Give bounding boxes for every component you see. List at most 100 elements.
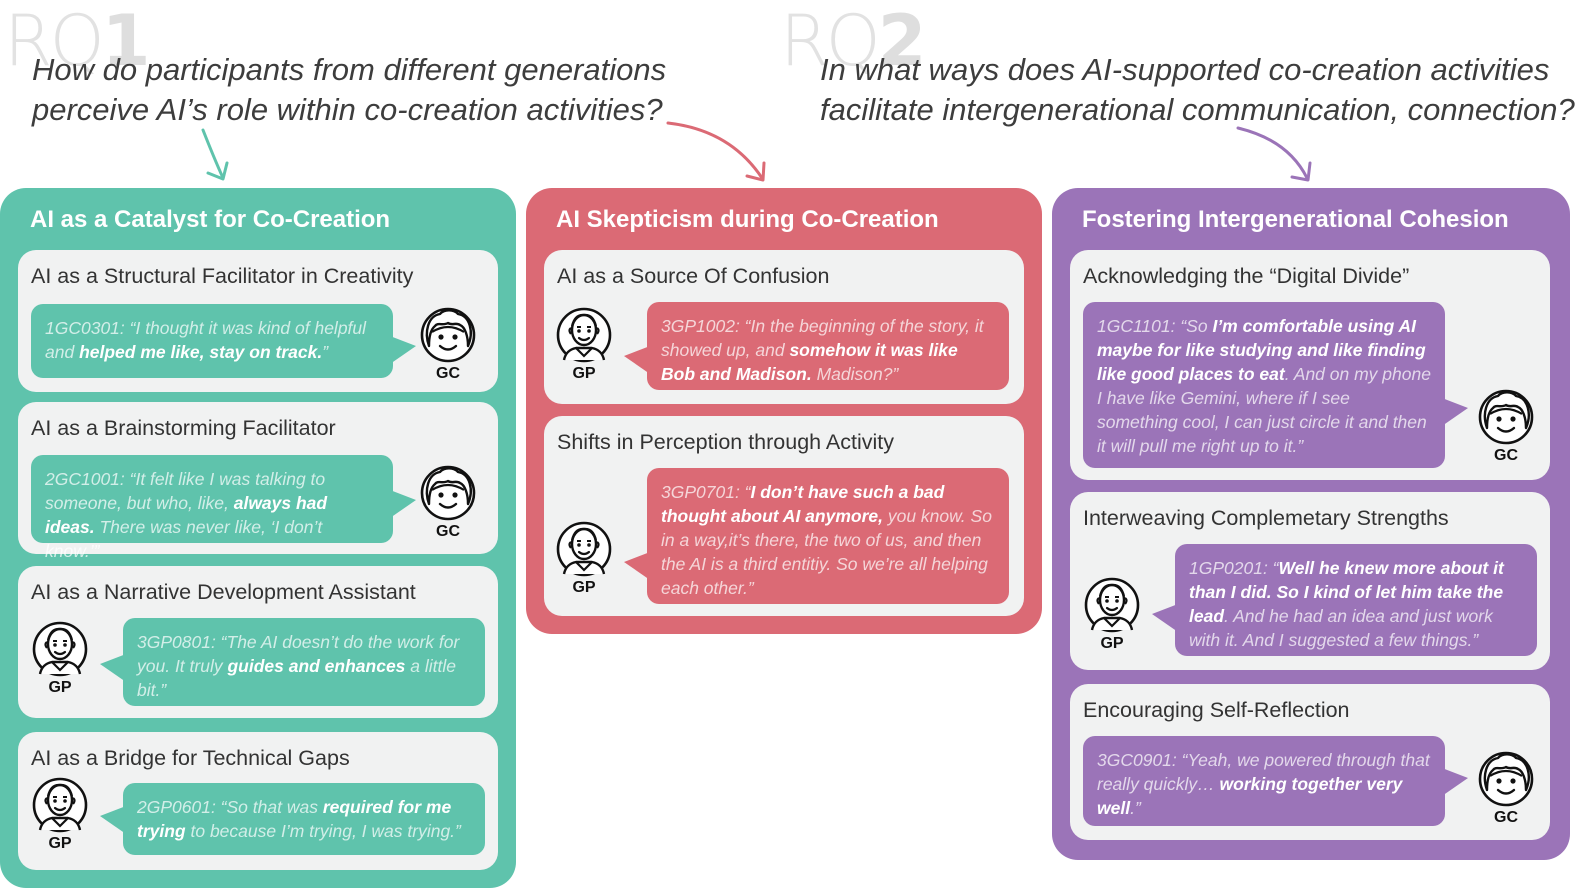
avatar-label: GC [1494,447,1518,464]
quote-emphasis: working together very well [1097,774,1403,818]
bubble-tail [100,654,126,682]
quote-text: “In the beginning of the story, it showe… [661,316,984,360]
quote-emphasis: required for me trying [137,797,452,841]
avatar-label: GP [48,835,72,852]
grandchild-avatar-icon: GC [416,464,480,548]
bubble-tail [624,552,650,580]
arrow-rq1-to-skepticism [666,121,764,180]
rq2-question-line1: In what ways does AI-supported co-creati… [820,52,1550,87]
quote-bubble: 1GC1101: “So I’m comfortable using AI ma… [1083,302,1445,468]
grandparent-avatar-icon: GP [28,776,92,860]
quote-bubble: 1GP0201: “Well he knew more about it tha… [1175,544,1537,656]
rq1-question-line2: perceive AI’s role within co-creation ac… [32,92,663,127]
theme-panel-cohesion: Fostering Intergenerational Cohesion Ack… [1052,188,1570,860]
bubble-tail [1442,398,1468,426]
card-title: AI as a Source Of Confusion [557,264,830,288]
card-title: AI as a Bridge for Technical Gaps [31,746,350,770]
card-title: AI as a Brainstorming Facilitator [31,416,336,440]
grandparent-avatar-icon: GP [28,620,92,704]
quote-text-end: . And on my phone I have like Gemini, wh… [1097,364,1431,456]
quote-text: “So [1175,316,1213,336]
arrow-rq2-to-cohesion [1236,126,1309,180]
grandchild-avatar-icon: GC [1474,388,1538,472]
quote-emphasis: I don’t have such a bad thought about AI… [661,482,945,526]
theme-card: Acknowledging the “Digital Divide” 1GC11… [1070,250,1550,480]
quote-participant-id: 3GP1002: [661,316,740,336]
theme-card: Interweaving Complemetary Strengths GP 1… [1070,492,1550,670]
quote-emphasis: somehow it was like Bob and Madison. [661,340,958,384]
quote-bubble: 3GP1002: “In the beginning of the story,… [647,302,1009,390]
theme-card: AI as a Structural Facilitator in Creati… [18,250,498,392]
quote-text: “ [739,482,751,502]
quote-text: “ [1267,558,1279,578]
quote-text: “I thought it was kind of helpful and [45,318,367,362]
quote-text-end: There was never like, ‘I don’t know.’” [45,517,323,561]
rq1-label: RQ1 [4,6,150,76]
rq1-label-light: RQ [4,0,105,82]
quote-bubble: 1GC0301: “I thought it was kind of helpf… [31,304,393,378]
grandparent-avatar-icon: GP [552,306,616,390]
grandparent-avatar-icon: GP [552,520,616,604]
card-title: Interweaving Complemetary Strengths [1083,506,1449,530]
theme-card: AI as a Bridge for Technical Gaps GP 2GP… [18,732,498,870]
rq2-question-line2: facilitate intergenerational communicati… [820,92,1575,127]
rq2-question: In what ways does AI-supported co-creati… [820,50,1575,130]
quote-text: “Yeah, we powered through that really qu… [1097,750,1430,794]
rq1-question: How do participants from different gener… [32,50,666,130]
theme-title: Fostering Intergenerational Cohesion [1082,206,1509,233]
grandchild-avatar-icon: GC [416,306,480,390]
grandparent-avatar-icon: GP [1080,576,1144,660]
theme-panel-catalyst: AI as a Catalyst for Co-Creation AI as a… [0,188,516,888]
quote-participant-id: 1GC1101: [1097,316,1176,336]
avatar-label: GC [1494,809,1518,826]
avatar-label: GP [572,579,596,596]
quote-text-end: a little bit.” [137,656,456,700]
avatar-label: GC [436,365,460,382]
connector-arrows [201,121,1312,182]
bubble-tail [100,806,126,834]
quote-text: “The AI doesn’t do the work for you. It … [137,632,460,676]
theme-card: AI as a Brainstorming Facilitator 2GC100… [18,402,498,561]
quote-emphasis: always had ideas. [45,493,328,537]
rq1-question-line1: How do participants from different gener… [32,52,667,87]
rq2-label-number: 2 [877,0,927,82]
quote-bubble: 2GP0601: “So that was required for me tr… [123,783,485,855]
quote-participant-id: 1GP0201: [1189,558,1268,578]
quote-text: “It felt like I was talking to someone, … [45,469,326,513]
card-title: AI as a Narrative Development Assistant [31,580,416,604]
quote-text-end: you know. So in a way,it’s there, the tw… [661,506,992,598]
bubble-tail [1442,768,1468,796]
arrow-rq2-to-cohesion-head [1290,161,1312,182]
avatar-label: GP [48,679,72,696]
arrow-rq1-to-catalyst [201,128,225,180]
bubble-tail [1152,604,1178,632]
theme-card: AI as a Source Of Confusion GP 3GP1002: … [544,250,1024,404]
card-title: Encouraging Self-Reflection [1083,698,1350,722]
quote-participant-id: 3GP0801: [137,632,216,652]
theme-card: Shifts in Perception through Activity GP… [544,416,1024,616]
arrow-rq1-to-skepticism-head [745,161,766,182]
quote-emphasis: helped me like, stay on track. [79,342,323,362]
rq2-label: RQ2 [780,6,926,76]
quote-text-end: . And he had an idea and just work with … [1189,606,1493,650]
quote-text-end: .” [1130,798,1141,818]
arrow-rq1-to-catalyst-head [206,161,229,181]
bubble-tail [624,346,650,374]
bubble-tail [390,490,416,518]
theme-title: AI as a Catalyst for Co-Creation [30,206,391,233]
avatar-label: GC [436,523,460,540]
quote-participant-id: 2GP0601: [137,797,216,817]
quote-participant-id: 3GP0701: [661,482,740,502]
quote-text-end: Madison?” [811,364,899,384]
quote-text-end: to because I’m trying, I was trying.” [185,821,461,841]
grandchild-avatar-icon: GC [1474,750,1538,834]
card-title: AI as a Structural Facilitator in Creati… [31,264,414,288]
quote-participant-id: 1GC0301: [45,318,125,338]
quote-emphasis: I’m comfortable using AI maybe for like … [1097,316,1426,384]
quote-bubble: 2GC1001: “It felt like I was talking to … [31,455,393,561]
quote-text: “So that was [215,797,323,817]
theme-card: Encouraging Self-Reflection 3GC0901: “Ye… [1070,684,1550,840]
theme-panel-skepticism: AI Skepticism during Co-Creation AI as a… [526,188,1042,634]
avatar-label: GP [1100,635,1124,652]
theme-title: AI Skepticism during Co-Creation [556,206,939,233]
